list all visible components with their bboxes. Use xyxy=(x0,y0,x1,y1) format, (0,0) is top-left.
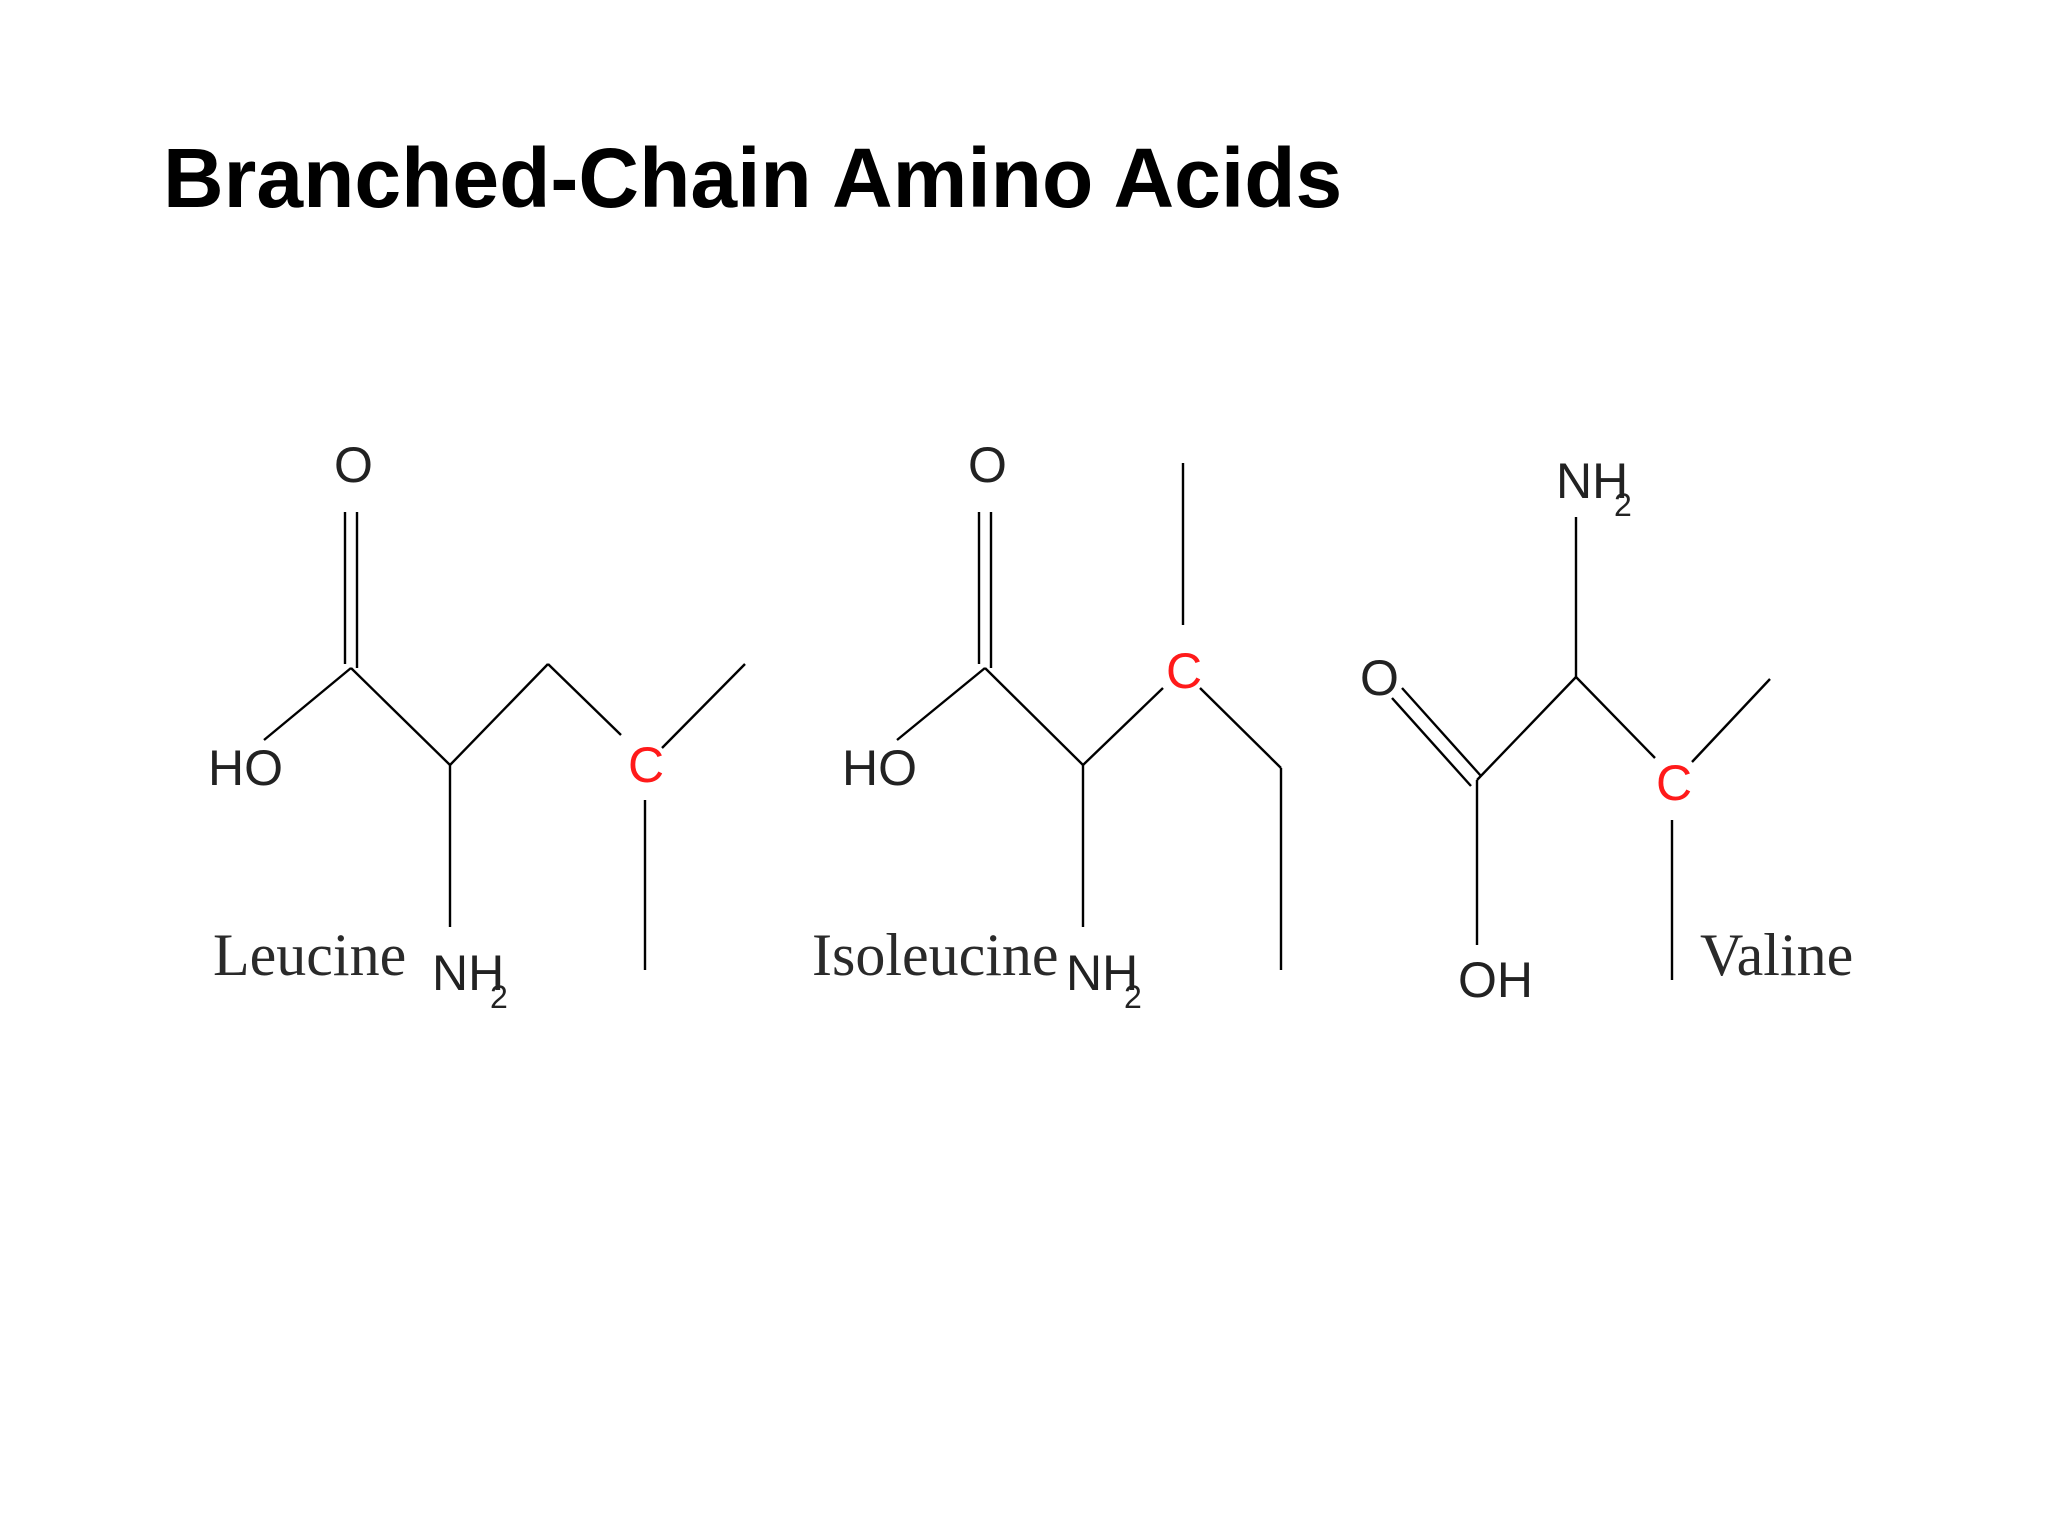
isoleucine-amine-label: NH xyxy=(1066,945,1138,1001)
leucine-amine-label: NH xyxy=(432,945,504,1001)
leucine-structure: O HO C NH 2 Leucine xyxy=(208,437,746,1015)
slide-title: Branched-Chain Amino Acids xyxy=(163,131,1343,225)
valine-name: Valine xyxy=(1700,922,1853,988)
leucine-hydroxyl-label: HO xyxy=(208,740,283,796)
leucine-highlighted-carbon: C xyxy=(628,737,664,793)
valine-amine-label: NH xyxy=(1556,453,1628,509)
valine-structure: NH 2 O C OH Valine xyxy=(1360,453,1853,1008)
isoleucine-amine-subscript: 2 xyxy=(1124,979,1142,1015)
leucine-name: Leucine xyxy=(213,922,406,988)
isoleucine-highlighted-carbon: C xyxy=(1166,643,1202,699)
valine-carbonyl-oxygen: O xyxy=(1360,650,1399,706)
leucine-bonds xyxy=(263,512,746,970)
isoleucine-name: Isoleucine xyxy=(812,922,1059,988)
isoleucine-hydroxyl-label: HO xyxy=(842,740,917,796)
valine-amine-subscript: 2 xyxy=(1614,487,1632,523)
isoleucine-carbonyl-oxygen: O xyxy=(968,437,1007,493)
valine-hydroxyl-label: OH xyxy=(1458,952,1533,1008)
valine-bonds xyxy=(1391,517,1771,980)
isoleucine-structure: O HO C NH 2 Isoleucine xyxy=(812,437,1283,1015)
valine-highlighted-carbon: C xyxy=(1656,755,1692,811)
leucine-amine-subscript: 2 xyxy=(490,979,508,1015)
isoleucine-bonds xyxy=(896,463,1283,970)
leucine-carbonyl-oxygen: O xyxy=(334,437,373,493)
